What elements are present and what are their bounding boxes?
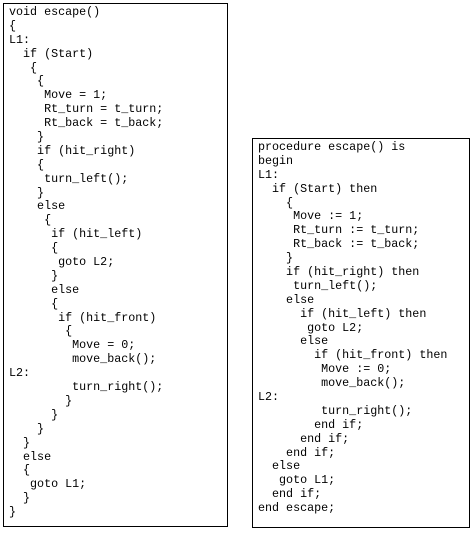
code-line: {	[9, 60, 38, 75]
code-line: procedure escape() is	[258, 140, 406, 154]
code-line: end if;	[258, 417, 364, 432]
code-line: goto L2;	[258, 320, 364, 335]
code-line: Move := 1;	[258, 209, 364, 224]
code-line: goto L1;	[9, 477, 87, 492]
code-line: if (hit_right) then	[258, 265, 420, 280]
code-line: {	[9, 324, 73, 339]
code-line: if (Start)	[9, 46, 94, 61]
code-line: end escape;	[258, 501, 336, 516]
code-line: else	[258, 459, 301, 474]
code-line: {	[9, 241, 59, 256]
code-line: }	[9, 491, 31, 506]
code-line: {	[9, 213, 52, 228]
code-line: if (hit_left)	[9, 227, 143, 242]
code-line: {	[9, 18, 17, 33]
c-code-lines: void escape() { L1: if (Start) { { Move …	[9, 5, 164, 520]
code-line: if (Start) then	[258, 181, 378, 196]
code-line: L1:	[258, 167, 280, 182]
code-line: end if;	[258, 445, 336, 460]
code-line: end if;	[258, 431, 350, 446]
code-line: goto L1;	[258, 473, 336, 488]
code-line: else	[258, 292, 315, 307]
code-line: Rt_turn := t_turn;	[258, 223, 420, 238]
code-line: move_back();	[9, 352, 157, 367]
code-line: Rt_turn = t_turn;	[9, 102, 164, 117]
code-line: L2:	[9, 366, 31, 381]
code-line: {	[9, 74, 45, 89]
code-line: }	[258, 251, 294, 266]
code-line: turn_left();	[258, 278, 378, 293]
code-line: void escape()	[9, 5, 101, 19]
code-line: else	[258, 334, 329, 349]
code-line: Rt_back = t_back;	[9, 116, 164, 131]
code-line: }	[9, 130, 45, 145]
code-line: end if;	[258, 487, 322, 502]
code-line: L2:	[258, 390, 280, 405]
code-line: {	[9, 157, 45, 172]
code-line: Move = 1;	[9, 88, 108, 103]
code-line: }	[9, 393, 73, 408]
code-line: begin	[258, 153, 294, 168]
code-line: Move = 0;	[9, 338, 136, 353]
code-line: if (hit_left) then	[258, 306, 427, 321]
code-line: Move := 0;	[258, 362, 392, 377]
code-line: L1:	[9, 32, 31, 47]
code-line: {	[258, 195, 294, 210]
pascal-code-lines: procedure escape() is begin L1: if (Star…	[258, 140, 448, 516]
code-line: {	[9, 296, 59, 311]
code-line: goto L2;	[9, 255, 115, 270]
code-line: turn_left();	[9, 171, 129, 186]
code-line: }	[9, 268, 59, 283]
code-line: turn_right();	[258, 403, 413, 418]
code-line: }	[9, 505, 17, 520]
code-line: }	[9, 185, 45, 200]
pascal-code-listing: procedure escape() is begin L1: if (Star…	[252, 138, 470, 528]
code-line: else	[9, 282, 80, 297]
code-line: else	[9, 449, 52, 464]
code-line: }	[9, 435, 31, 450]
c-code-listing: void escape() { L1: if (Start) { { Move …	[3, 3, 228, 527]
code-line: turn_right();	[9, 380, 164, 395]
code-line: {	[9, 463, 31, 478]
code-line: if (hit_right)	[9, 143, 136, 158]
code-line: else	[9, 199, 66, 214]
code-line: Rt_back := t_back;	[258, 237, 420, 252]
code-line: }	[9, 421, 45, 436]
code-line: if (hit_front)	[9, 310, 157, 325]
code-line: }	[9, 407, 59, 422]
code-line: move_back();	[258, 376, 406, 391]
code-line: if (hit_front) then	[258, 348, 448, 363]
